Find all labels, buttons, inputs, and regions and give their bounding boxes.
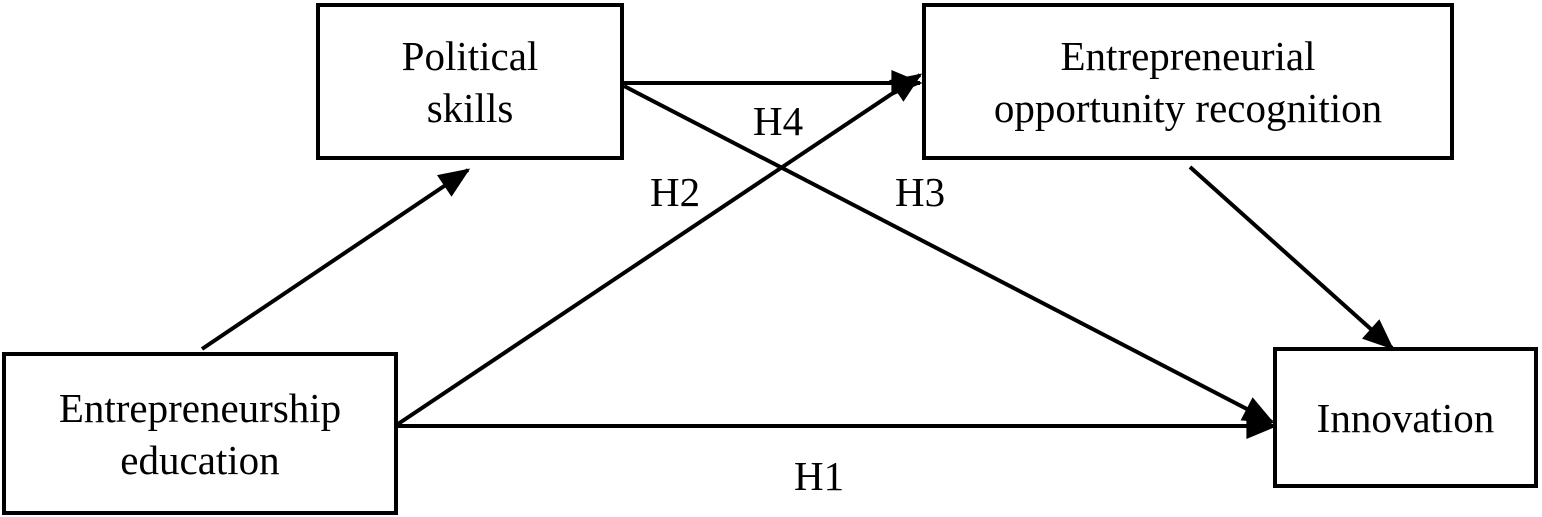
arrow-education-to-political-skills [200, 168, 471, 351]
hypothesis-label-h3: H3 [895, 169, 946, 215]
arrow-opportunity-to-innovation [1188, 165, 1394, 350]
node-innovation-label: Innovation [1316, 394, 1495, 441]
node-innovation: Innovation [1273, 347, 1538, 488]
node-entrepreneurship-education-line2: education [120, 436, 280, 483]
node-opportunity-recognition-line2: opportunity recognition [993, 84, 1383, 131]
hypothesis-label-h2: H2 [650, 169, 701, 215]
hypothesis-label-h1: H1 [794, 453, 845, 499]
node-political-skills-line2: skills [426, 84, 514, 131]
node-opportunity-recognition-line1: Entrepreneurial [1060, 32, 1316, 79]
arrow-h3-political-to-innovation [623, 84, 1275, 424]
node-opportunity-recognition: Entrepreneurial opportunity recognition [922, 3, 1454, 160]
node-entrepreneurship-education: Entrepreneurship education [2, 352, 398, 515]
hypothesis-label-h4: H4 [753, 98, 804, 144]
node-political-skills: Political skills [316, 3, 624, 160]
arrow-h2-education-to-opportunity [396, 73, 923, 426]
node-political-skills-line1: Political [401, 32, 539, 79]
node-entrepreneurship-education-line1: Entrepreneurship [58, 384, 342, 431]
